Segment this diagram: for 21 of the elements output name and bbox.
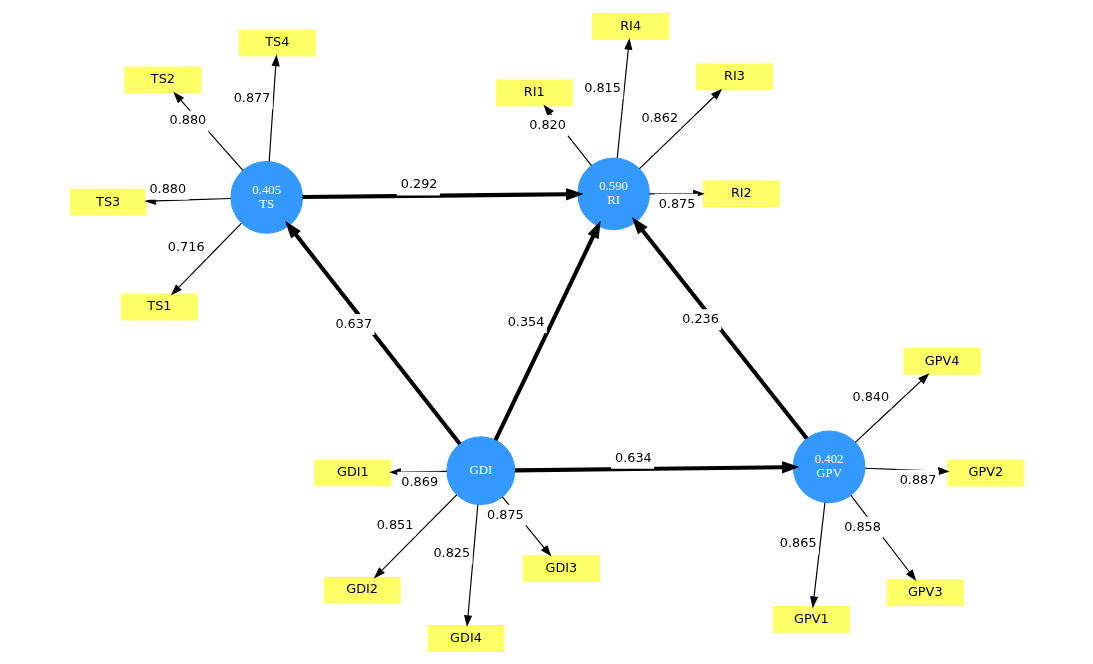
edge-label: 0.634 <box>614 449 652 465</box>
edge-label: 0.880 <box>148 180 186 196</box>
edge-label: 0.858 <box>843 518 881 534</box>
edge-label: 0.840 <box>851 388 889 404</box>
edge-label: 0.862 <box>640 109 678 125</box>
edge-label: 0.875 <box>486 506 524 522</box>
edge-label: 0.877 <box>233 89 270 105</box>
edge-label: 0.820 <box>528 116 566 132</box>
edge-label: 0.637 <box>334 315 372 331</box>
edge-label: 0.887 <box>899 471 936 487</box>
edge-label: 0.292 <box>400 175 438 191</box>
edge-label: 0.236 <box>681 310 719 326</box>
edge-label: 0.354 <box>507 313 544 329</box>
edge-label: 0.880 <box>169 111 206 127</box>
edge-label: 0.875 <box>658 195 695 211</box>
edge-label: 0.865 <box>779 534 817 550</box>
edge-label: 0.869 <box>400 473 438 489</box>
edge-label: 0.851 <box>376 516 413 532</box>
edge-label: 0.815 <box>583 79 621 95</box>
edge-label: 0.716 <box>167 238 205 254</box>
edge-label: 0.825 <box>432 544 470 560</box>
